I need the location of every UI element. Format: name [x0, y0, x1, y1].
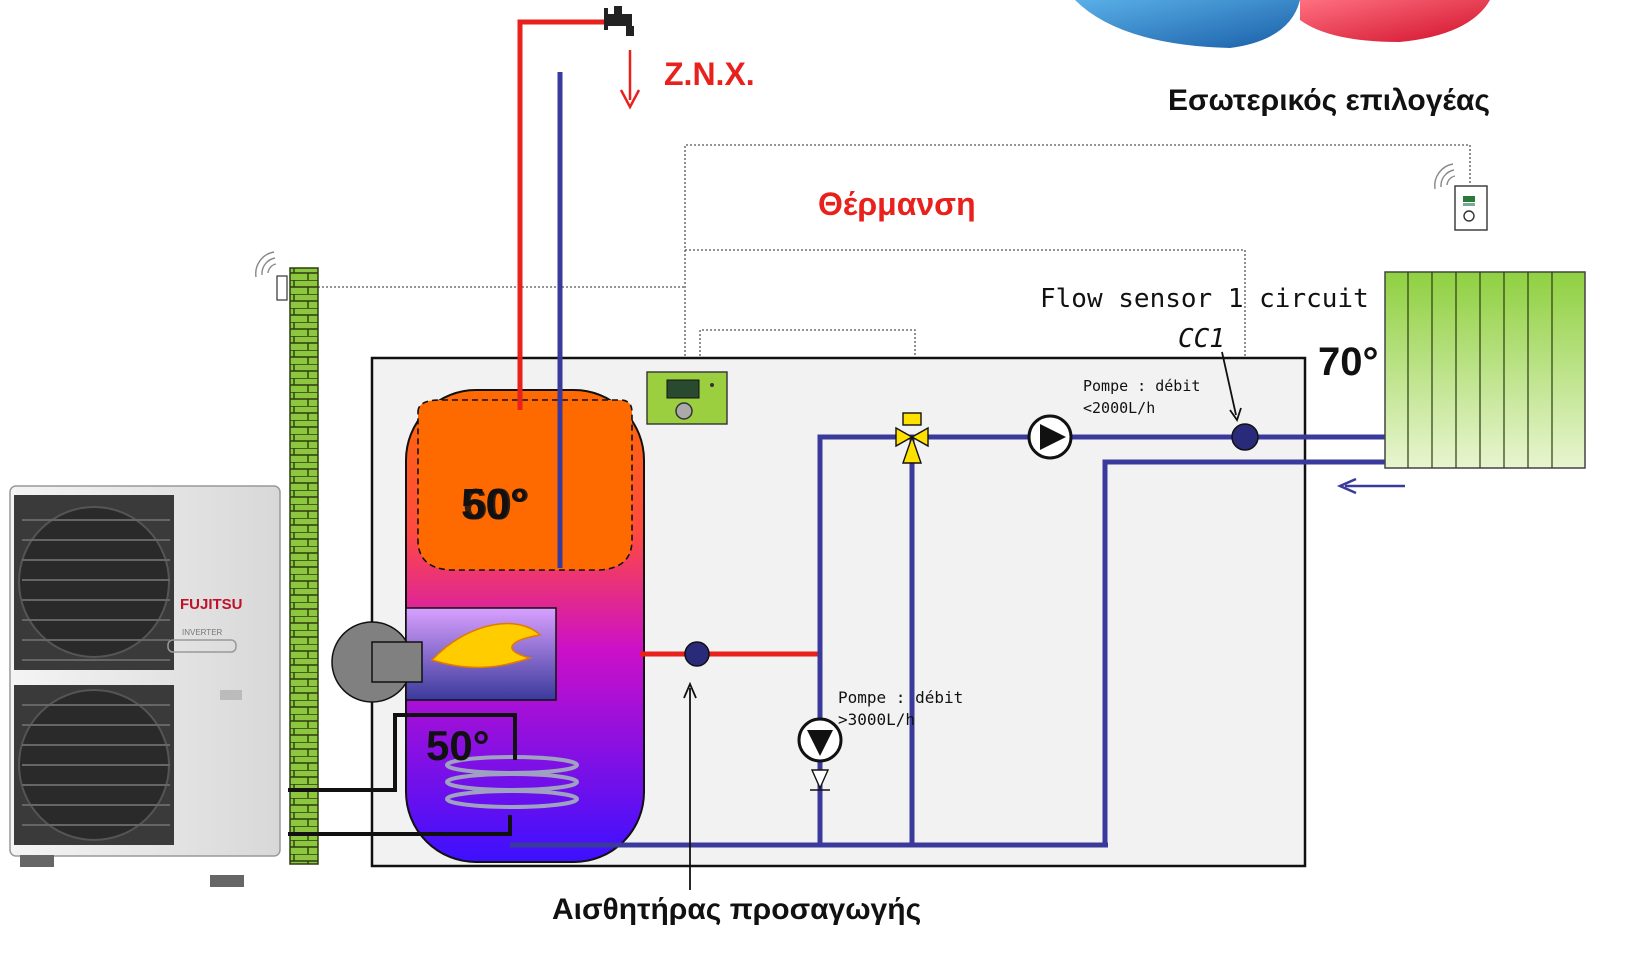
room-thermostat-icon	[1435, 164, 1487, 230]
heating-label: Θέρμανση	[818, 186, 976, 223]
brand-logo: FUJITSU	[180, 596, 243, 613]
circuit-pump-icon	[1029, 416, 1071, 458]
supply-sensor-dot	[685, 642, 709, 666]
pump1-label-line2: <2000L/h	[1083, 399, 1155, 417]
flow-sensor-dot	[1232, 424, 1258, 450]
radiator	[1385, 272, 1585, 468]
dhw-arrow-icon	[621, 50, 639, 107]
pump2-label-line2: >3000L/h	[838, 710, 916, 729]
room-selector-graphic	[1075, 0, 1490, 48]
room-selector-label: Εσωτερικός επιλογέας	[1168, 84, 1490, 118]
pump1-label-line1: Pompe : débit	[1083, 377, 1200, 395]
return-arrow-icon	[1340, 479, 1405, 493]
heat-pump-outdoor-unit	[10, 486, 280, 887]
unit-badge: INVERTER	[182, 628, 222, 637]
flow-sensor-label-line1: Flow sensor 1 circuit	[1040, 284, 1369, 314]
supply-sensor-label: Αισθητήρας προσαγωγής	[552, 893, 921, 927]
faucet-icon	[604, 6, 634, 36]
pump2-label-line1: Pompe : débit	[838, 688, 963, 707]
tank-top-temperature-b: 60°	[463, 480, 530, 530]
outdoor-sensor	[256, 252, 287, 300]
burner	[332, 608, 556, 702]
dhw-label: Z.N.X.	[664, 56, 755, 93]
radiator-temperature: 70°	[1318, 340, 1379, 385]
tank-bottom-temperature: 50°	[426, 722, 490, 770]
boiler-controller-icon	[647, 372, 727, 424]
flow-sensor-label-line2: CC1	[1178, 324, 1225, 354]
wall	[290, 268, 318, 864]
